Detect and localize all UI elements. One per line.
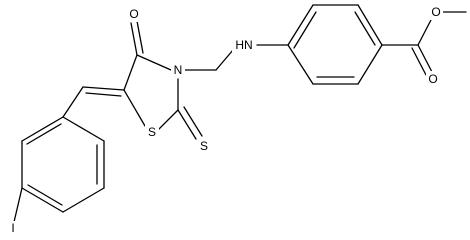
bond-aryl-6 [62, 116, 105, 142]
bond-aryl-4 [62, 187, 105, 213]
bond-aryl-1-inner [26, 123, 62, 145]
bond-aryl-3-inner [27, 184, 63, 206]
bond-methine-c5 [82, 86, 125, 91]
atom-label-ring-sulfur: S [148, 125, 156, 139]
bond-c4-n3 [136, 54, 172, 71]
atom-label-carbonyl-oxygen: O [129, 7, 138, 21]
bond-s1-c5 [123, 89, 146, 127]
bond-c4-oxygen [130, 22, 138, 56]
atom-labels: O N S S HN O O I [8, 4, 443, 236]
bond-carbonyl-oxygen-double [411, 47, 427, 76]
bond-benz-3-inner [354, 11, 376, 46]
atom-label-thioxo-sulfur: S [200, 139, 208, 153]
bond-benz-3 [357, 4, 383, 46]
bond-c2-thioxo-double [183, 106, 203, 137]
bond-c-iodine [13, 187, 23, 223]
bond-benz-1-inner [293, 11, 317, 49]
bonds [13, 4, 467, 223]
bond-aryl-3 [21, 187, 64, 213]
bond-benz-6 [287, 44, 314, 85]
bond-c4-oxygen-double [136, 20, 144, 54]
bond-ch2-nh [215, 49, 234, 71]
atom-label-iodine: I [11, 221, 14, 235]
bond-benz-4 [357, 44, 383, 85]
atom-label-amine: HN [235, 38, 252, 52]
atom-label-ring-nitrogen: N [174, 63, 183, 77]
bond-c5-c4 [123, 54, 138, 91]
bond-carbonyl-ester-oxygen [417, 17, 433, 46]
bond-aryl-1 [21, 116, 64, 142]
bond-c2-thioxo [177, 109, 197, 140]
bond-carbonyl-oxygen [417, 44, 433, 73]
bond-methine-c5-double [85, 92, 122, 97]
atom-label-ester-carbonyl-oxygen: O [428, 72, 437, 86]
bond-aryl-methine [62, 86, 84, 118]
atom-label-ester-oxygen: O [431, 5, 440, 19]
bond-c2-s1 [157, 109, 179, 131]
bond-benz-1 [287, 4, 314, 46]
